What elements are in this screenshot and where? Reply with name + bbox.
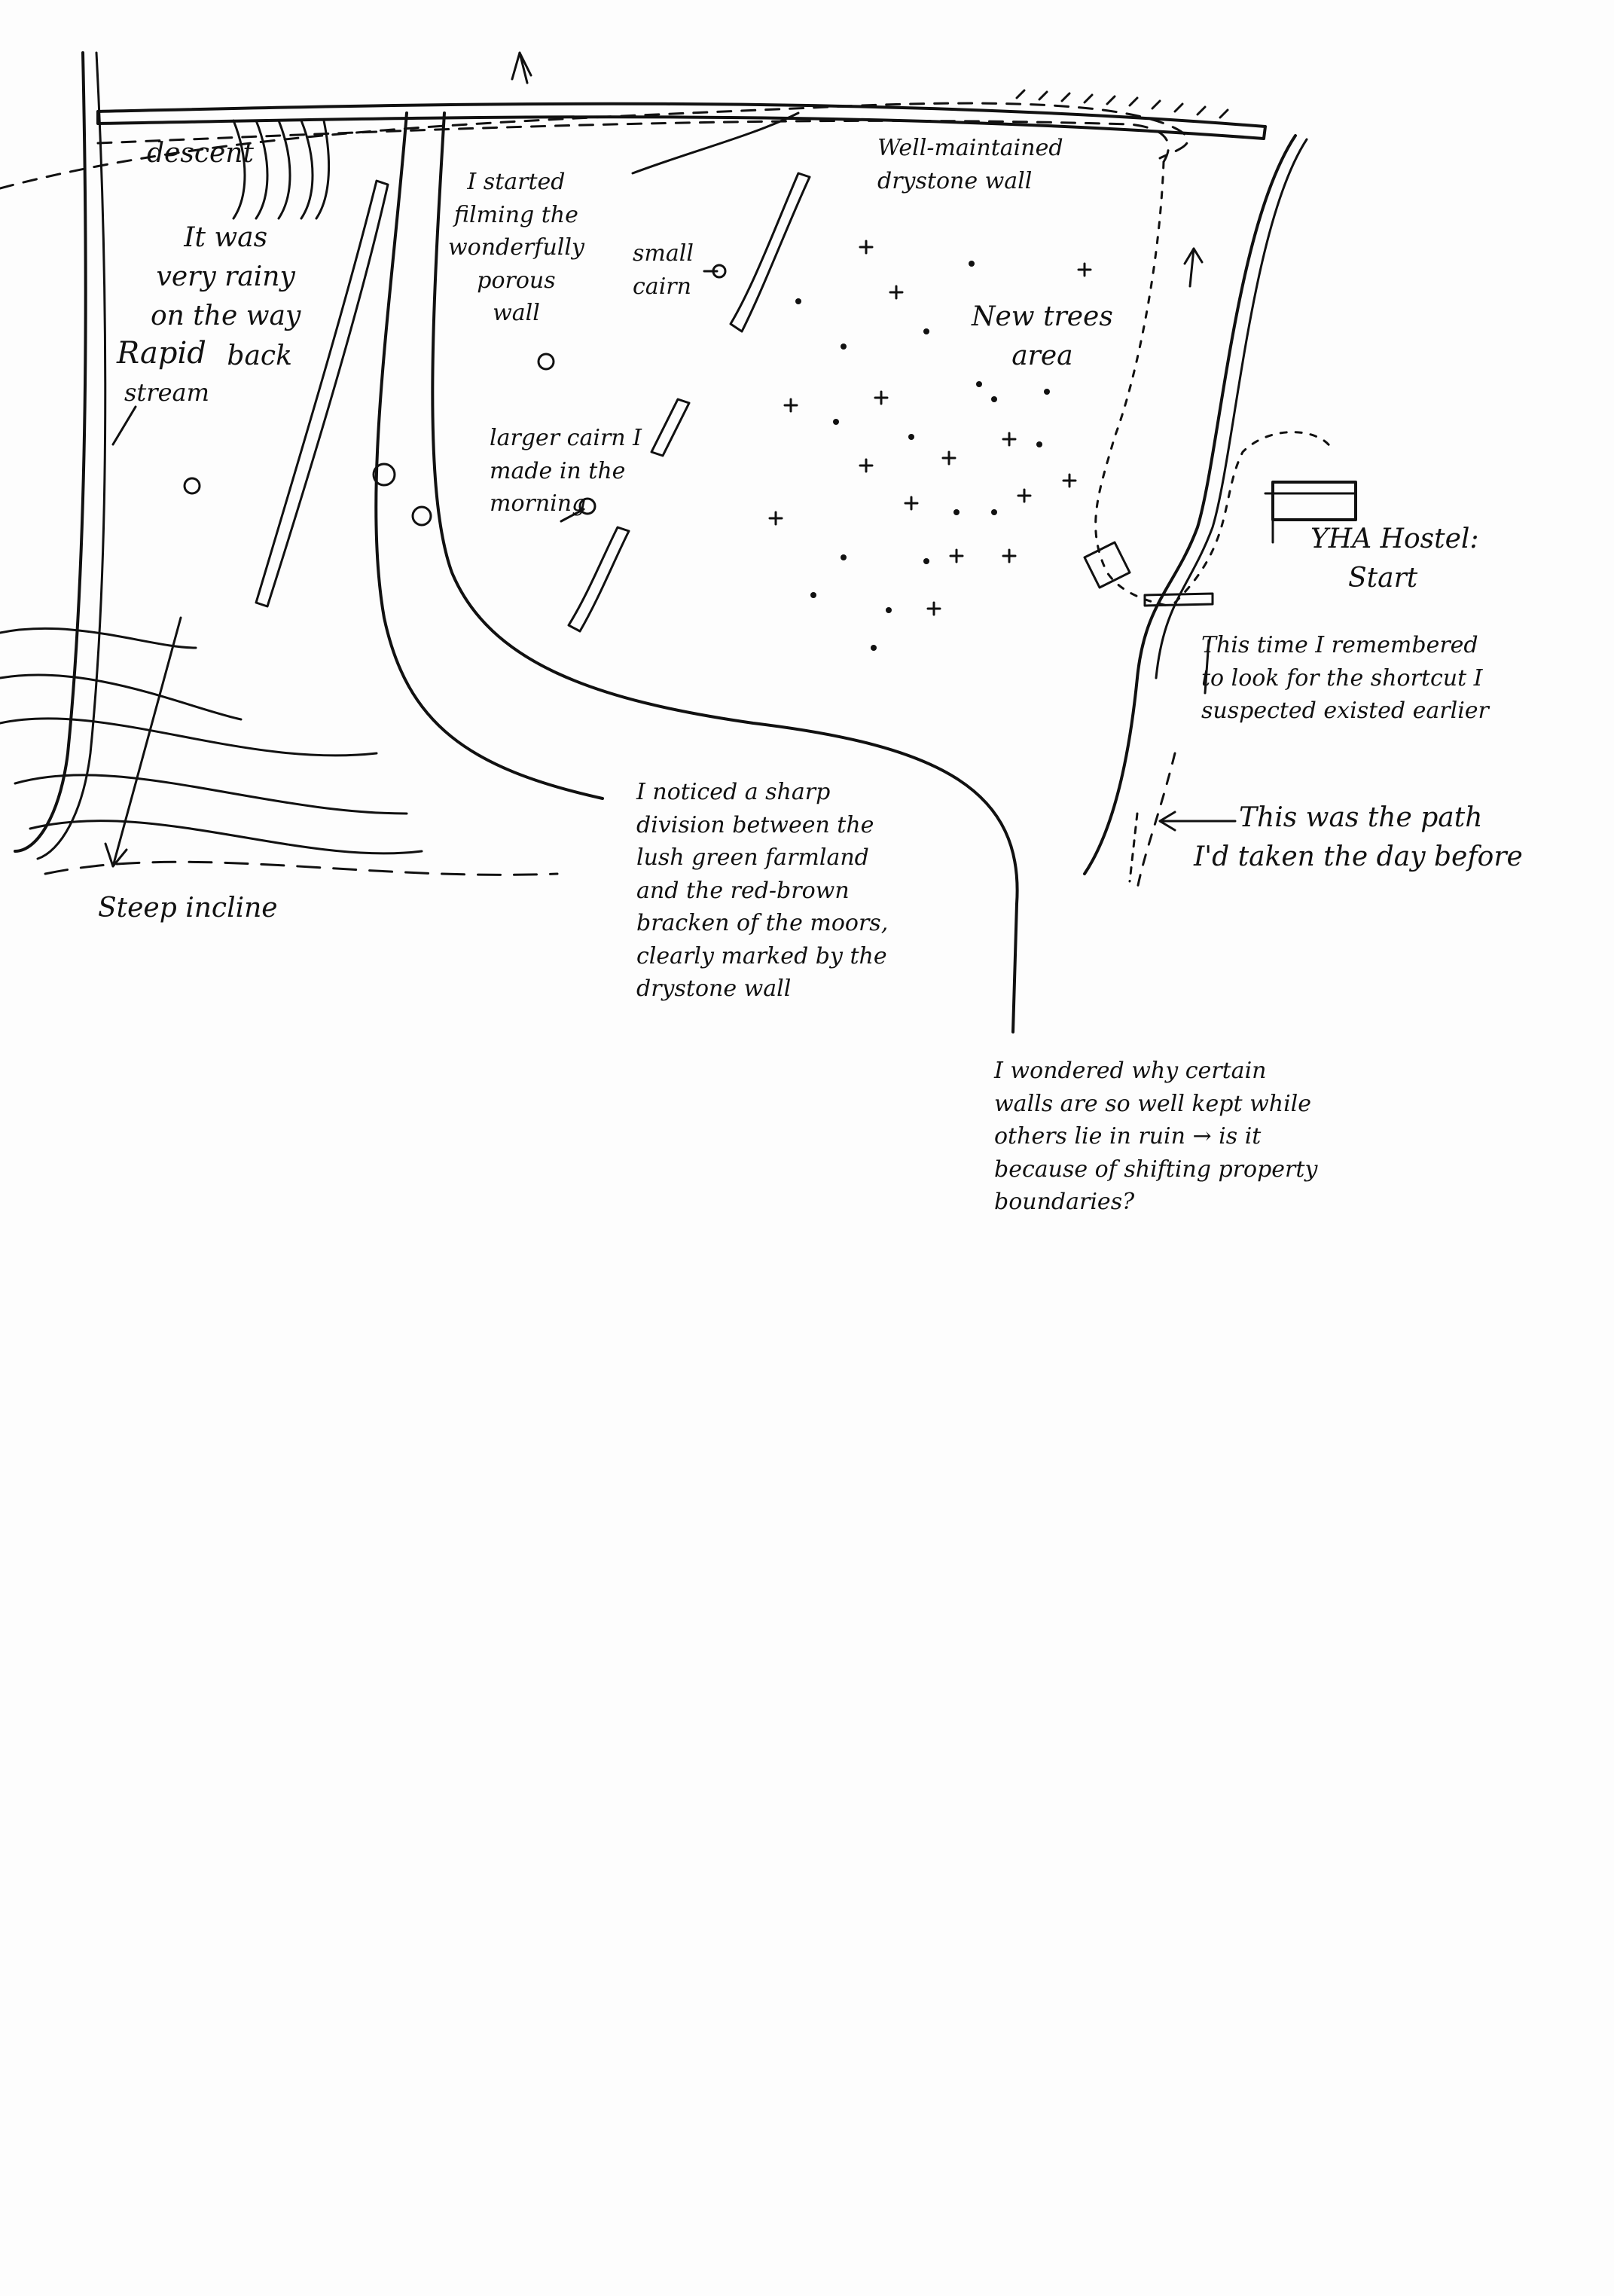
path-day-before: [1136, 752, 1176, 890]
label-well-maintained-wall: Well-maintained drystone wall: [877, 135, 1063, 194]
central-lane-right: [431, 111, 1019, 1034]
arrow-well-wall: [631, 111, 800, 175]
ruined-wall-left: [255, 179, 389, 608]
rock-1: [183, 477, 201, 495]
bridge-shape: [1083, 541, 1131, 589]
shortcut-path: [1094, 160, 1173, 608]
new-trees: [768, 240, 1092, 616]
hostel-loop-path: [1173, 431, 1335, 604]
porous-wall-mid: [650, 398, 691, 457]
contour-2: [0, 673, 243, 721]
label-path-day-before: This was the path I'd taken the day befo…: [1194, 802, 1523, 873]
contour-4: [14, 774, 408, 815]
label-rapid-stream: Rapid stream: [117, 336, 209, 407]
dashed-right: [1128, 812, 1139, 883]
contour-6: [44, 860, 559, 876]
label-descent: descent: [147, 138, 254, 169]
arrow-up: [511, 51, 532, 84]
descent-hatch: [232, 119, 331, 220]
wall-hatching: [1015, 89, 1229, 119]
rock-2: [372, 463, 396, 487]
rock-3: [411, 505, 432, 527]
right-stream-right: [1155, 138, 1308, 679]
contour-3: [0, 717, 378, 757]
steep-arrow: [104, 616, 182, 868]
top-dashed-path-2: [96, 119, 1170, 163]
label-yha-hostel: YHA Hostel: Start: [1310, 524, 1479, 594]
footbridge: [1143, 592, 1214, 607]
label-small-cairn: small cairn: [633, 240, 694, 300]
arrow-up-right: [1183, 247, 1204, 288]
label-shortcut: This time I remembered to look for the s…: [1201, 632, 1489, 724]
label-rainy-back: It was very rainy on the way back: [151, 222, 301, 371]
contour-1: [0, 627, 197, 649]
tree-dots: [795, 261, 1050, 651]
label-steep-incline: Steep incline: [98, 893, 278, 924]
label-filming-wall: I started filming the wonderfully porous…: [448, 169, 584, 326]
label-wondered-walls: I wondered why certain walls are so well…: [994, 1058, 1318, 1215]
contour-5: [29, 820, 423, 855]
label-sharp-division: I noticed a sharp division between the l…: [636, 779, 889, 1002]
top-dashed-path: [0, 102, 1189, 190]
left-stream: [14, 51, 87, 853]
porous-wall-lower: [567, 526, 630, 633]
central-lane-left: [374, 111, 604, 800]
arrow-stream: [111, 405, 137, 446]
hostel-building: [1271, 481, 1357, 521]
porous-wall-upper: [729, 172, 811, 333]
arrow-shortcut: [1204, 639, 1210, 695]
larger-cairn-mark: [578, 497, 596, 515]
arrow-path-day-before: [1158, 811, 1237, 832]
arrow-larger-cairn: [560, 508, 585, 523]
left-stream-2: [36, 51, 107, 860]
label-larger-cairn: larger cairn I made in the morning: [490, 425, 642, 517]
right-stream-left: [1083, 134, 1297, 875]
label-new-trees: New trees area: [972, 301, 1113, 372]
rock-4: [537, 353, 555, 371]
well-maintained-wall: [96, 102, 1267, 140]
